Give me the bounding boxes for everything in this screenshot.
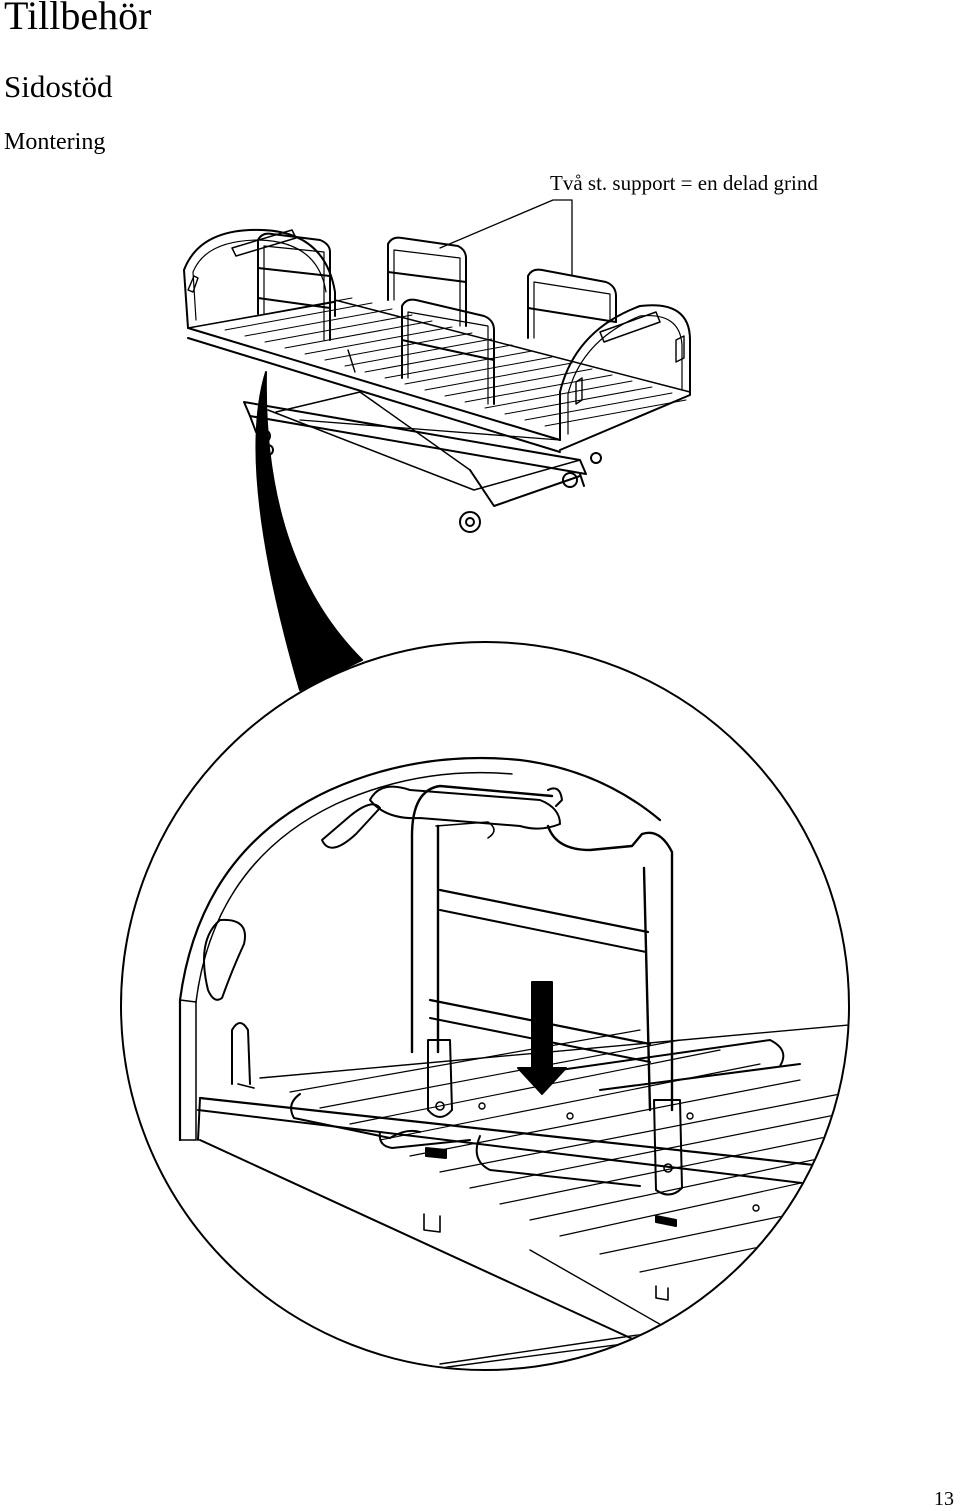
insert-arrow — [517, 981, 567, 1095]
page-number: 13 — [934, 1488, 954, 1510]
section-heading: Montering — [4, 129, 106, 155]
detail-view — [120, 641, 850, 1371]
callout-label: Två st. support = en delad grind — [550, 171, 818, 195]
overview-bed — [183, 228, 691, 533]
callout-leader — [439, 199, 573, 276]
section-subtitle: Sidostöd — [4, 69, 113, 104]
page-title: Tillbehör — [4, 0, 152, 38]
zoom-pointer — [255, 371, 363, 691]
